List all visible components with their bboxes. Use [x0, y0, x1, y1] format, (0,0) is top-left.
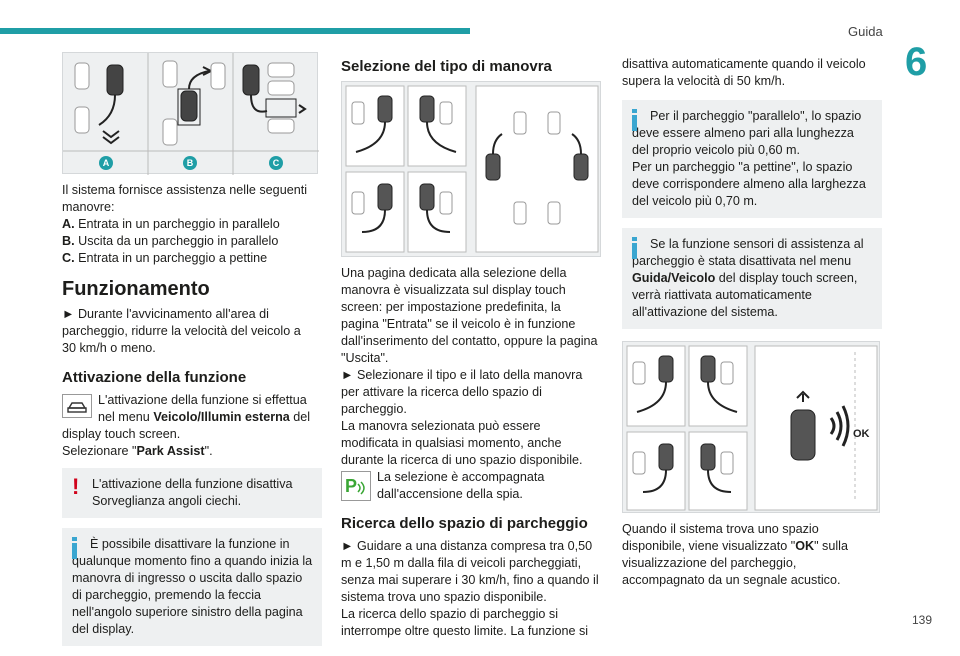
- subsection-heading: Selezione del tipo di manovra: [341, 58, 552, 75]
- intro-text: Il sistema fornisce assistenza nelle seg…: [62, 183, 308, 214]
- select-pre: Selezionare ": [62, 444, 137, 458]
- list-text: Entrata in un parcheggio in parallelo: [78, 217, 280, 231]
- column-1: A B C Il sistema fornisce assistenza nel…: [62, 52, 322, 656]
- space-found-diagram: OK: [626, 345, 878, 511]
- svg-text:P: P: [345, 476, 357, 496]
- info-icon: [72, 537, 77, 559]
- maneuver-types-figure: A B C: [62, 52, 319, 175]
- header-accent-bar: [0, 28, 470, 34]
- warning-text: L'attivazione della funzione disattiva S…: [92, 477, 293, 508]
- warning-icon: !: [72, 474, 80, 499]
- info-note: Per il parcheggio "parallelo", lo spazio…: [622, 100, 882, 218]
- paragraph: Una pagina dedicata alla selezione della…: [341, 266, 598, 365]
- info-note: È possibile disattivare la funzione in q…: [62, 528, 322, 646]
- maneuver-selection-figure: [341, 81, 601, 257]
- paragraph-2: " sulla visualizzazione del parcheggio, …: [622, 539, 848, 587]
- list-text: Uscita da un parcheggio in parallelo: [78, 234, 279, 248]
- column-3: disattiva automaticamente quando il veic…: [622, 56, 882, 589]
- activation-paragraph: L'attivazione della funzione si effettua…: [62, 392, 322, 443]
- info-text: Per un parcheggio "a pettine", lo spazio…: [632, 160, 866, 208]
- activation-menu: Veicolo/Illumin esterna: [153, 410, 290, 424]
- space-found-figure: OK: [622, 341, 880, 513]
- info-icon: [632, 237, 637, 259]
- info-menu: Guida/Veicolo: [632, 271, 716, 285]
- fig-letter-a: A: [99, 156, 113, 170]
- info-note: Se la funzione sensori di assistenza al …: [622, 228, 882, 329]
- info-text: È possibile disattivare la funzione in q…: [72, 537, 313, 636]
- paragraph: ► Selezionare il tipo e il lato della ma…: [341, 368, 583, 416]
- subsection-heading: Attivazione della funzione: [62, 369, 247, 386]
- list-label: C.: [62, 251, 75, 265]
- list-label: B.: [62, 234, 75, 248]
- paragraph: La selezione è accompagnata dall'accensi…: [377, 470, 545, 501]
- paragraph: disattiva automaticamente quando il veic…: [622, 57, 866, 88]
- list-item: B. Uscita da un parcheggio in parallelo: [62, 233, 322, 250]
- select-post: ".: [204, 444, 213, 458]
- car-menu-icon: [62, 394, 92, 418]
- activation-text: L'attivazione della funzione si effettua…: [98, 393, 307, 424]
- paragraph: La ricerca dello spazio di parcheggio si…: [341, 607, 589, 638]
- section-title: Guida: [848, 24, 883, 39]
- list-label: A.: [62, 217, 75, 231]
- column-2: Selezione del tipo di manovra: [341, 52, 601, 640]
- fig-letter-b: B: [183, 156, 197, 170]
- info-text-2: del display touch screen, verrà riattiva…: [632, 271, 858, 319]
- parking-assist-light-icon: P: [341, 471, 371, 501]
- select-value: Park Assist: [136, 444, 205, 458]
- info-text: Se la funzione sensori di assistenza al …: [632, 237, 864, 268]
- section-heading: Funzionamento: [62, 278, 210, 300]
- paragraph: La manovra selezionata può essere modifi…: [341, 419, 583, 467]
- activation-text-2: del display touch screen.: [62, 410, 311, 441]
- warning-note: ! L'attivazione della funzione disattiva…: [62, 468, 322, 518]
- list-item: C. Entrata in un parcheggio a pettine: [62, 250, 322, 267]
- paragraph: ► Guidare a una distanza compresa tra 0,…: [341, 539, 599, 604]
- chapter-number: 6: [905, 40, 928, 84]
- list-text: Entrata in un parcheggio a pettine: [78, 251, 268, 265]
- ok-label: OK: [853, 428, 870, 440]
- info-icon: [632, 109, 637, 131]
- paragraph: Quando il sistema trova uno spazio dispo…: [622, 522, 819, 553]
- maneuver-diagram: [63, 53, 319, 175]
- info-text: Per il parcheggio "parallelo", lo spazio…: [632, 109, 862, 157]
- fig-letter-c: C: [269, 156, 283, 170]
- funzionamento-text: ► Durante l'avvicinamento all'area di pa…: [62, 307, 301, 338]
- list-item: A. Entrata in un parcheggio in parallelo: [62, 216, 322, 233]
- page-number: 139: [912, 613, 933, 627]
- subsection-heading: Ricerca dello spazio di parcheggio: [341, 515, 588, 532]
- funzionamento-text-2: 30 km/h o meno.: [62, 341, 156, 355]
- parking-light-paragraph: P La selezione è accompagnata dall'accen…: [341, 469, 601, 503]
- maneuver-selection-diagram: [345, 85, 599, 253]
- ok-inline: OK: [795, 539, 815, 553]
